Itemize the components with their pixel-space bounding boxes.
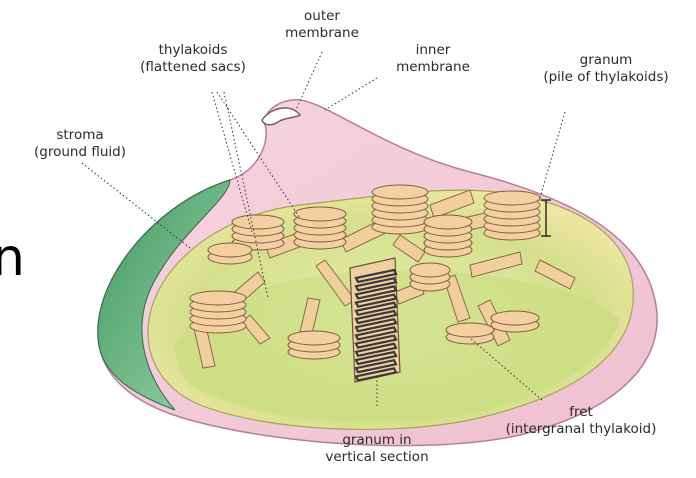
granum-stack bbox=[190, 291, 246, 333]
granum-stack bbox=[446, 323, 494, 344]
label-granum: granum(pile of thylakoids) bbox=[516, 52, 696, 86]
partial-side-letter: n bbox=[0, 232, 25, 284]
granum-vertical-section bbox=[350, 258, 400, 382]
granum-stack bbox=[484, 191, 540, 240]
granum-stack bbox=[491, 311, 539, 332]
granum-stack bbox=[424, 215, 472, 257]
granum-stack bbox=[288, 331, 340, 359]
granum-stack bbox=[372, 185, 428, 234]
label-thylakoids: thylakoids(flattened sacs) bbox=[118, 42, 268, 76]
label-fret: fret(intergranal thylakoid) bbox=[474, 404, 688, 438]
granum-stack bbox=[208, 243, 252, 264]
granum-stack bbox=[294, 207, 346, 249]
label-stroma: stroma(ground fluid) bbox=[24, 127, 136, 161]
granum-stack bbox=[410, 263, 450, 291]
